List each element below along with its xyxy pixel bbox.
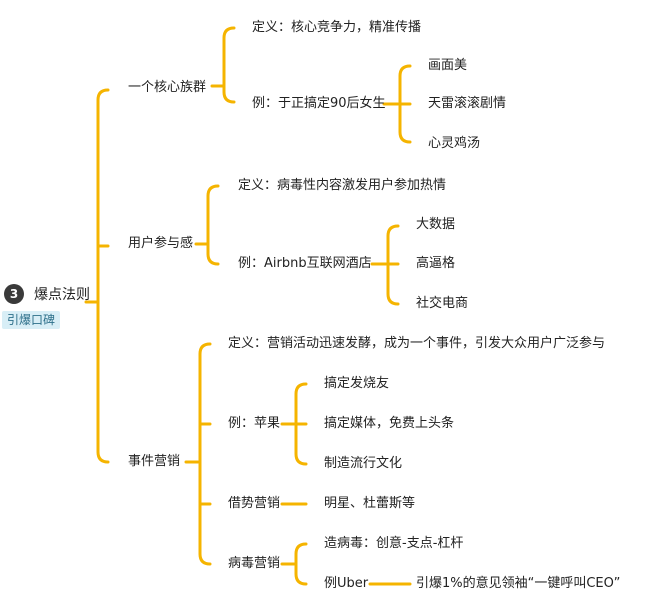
node-core-group-definition[interactable]: 定义：核心竞争力，精准传播 — [252, 20, 422, 35]
node-pop-culture[interactable]: 制造流行文化 — [324, 456, 403, 471]
root-tag: 引爆口碑 — [2, 311, 61, 329]
node-drama-plot[interactable]: 天雷滚滚剧情 — [428, 96, 507, 111]
node-big-data[interactable]: 大数据 — [416, 217, 456, 232]
node-viral-marketing[interactable]: 病毒营销 — [228, 556, 281, 571]
root-label: 爆点法则 — [34, 287, 90, 303]
link-root-trunk — [96, 88, 110, 464]
node-social-ecommerce[interactable]: 社交电商 — [416, 296, 469, 311]
node-celebrities[interactable]: 明星、杜蕾斯等 — [324, 496, 416, 511]
link-b2-vert — [206, 184, 220, 266]
node-event-marketing[interactable]: 事件营销 — [128, 454, 181, 469]
root-number-badge: 3 — [4, 284, 24, 304]
node-momentum-marketing[interactable]: 借势营销 — [228, 496, 281, 511]
node-event-definition[interactable]: 定义：营销活动迅速发酵，成为一个事件，引发大众用户广泛参与 — [228, 336, 606, 351]
link-b1-vert — [222, 26, 236, 104]
root-node[interactable]: 3 爆点法则 — [4, 283, 90, 305]
node-uber-example[interactable]: 例Uber — [324, 576, 369, 591]
node-airbnb-example[interactable]: 例：Airbnb互联网酒店 — [238, 256, 372, 271]
node-user-participation[interactable]: 用户参与感 — [128, 236, 194, 251]
node-chicken-soup[interactable]: 心灵鸡汤 — [428, 136, 481, 151]
node-opinion-leaders[interactable]: 引爆1%的意见领袖“一键呼叫CEO” — [416, 576, 621, 591]
node-participation-definition[interactable]: 定义：病毒性内容激发用户参加热情 — [238, 178, 447, 193]
link-b3-vert — [198, 342, 212, 566]
node-core-group-example[interactable]: 例：于正搞定90后女生 — [252, 96, 386, 111]
node-win-fans[interactable]: 搞定发烧友 — [324, 376, 390, 391]
node-high-class[interactable]: 高逼格 — [416, 256, 456, 271]
node-apple-example[interactable]: 例：苹果 — [228, 416, 281, 431]
node-core-group[interactable]: 一个核心族群 — [128, 80, 207, 95]
node-create-virus[interactable]: 造病毒：创意-支点-杠杆 — [324, 536, 464, 551]
link-virus-vert — [294, 542, 308, 586]
node-visual-beauty[interactable]: 画面美 — [428, 58, 468, 73]
node-win-media[interactable]: 搞定媒体，免费上头条 — [324, 416, 455, 431]
